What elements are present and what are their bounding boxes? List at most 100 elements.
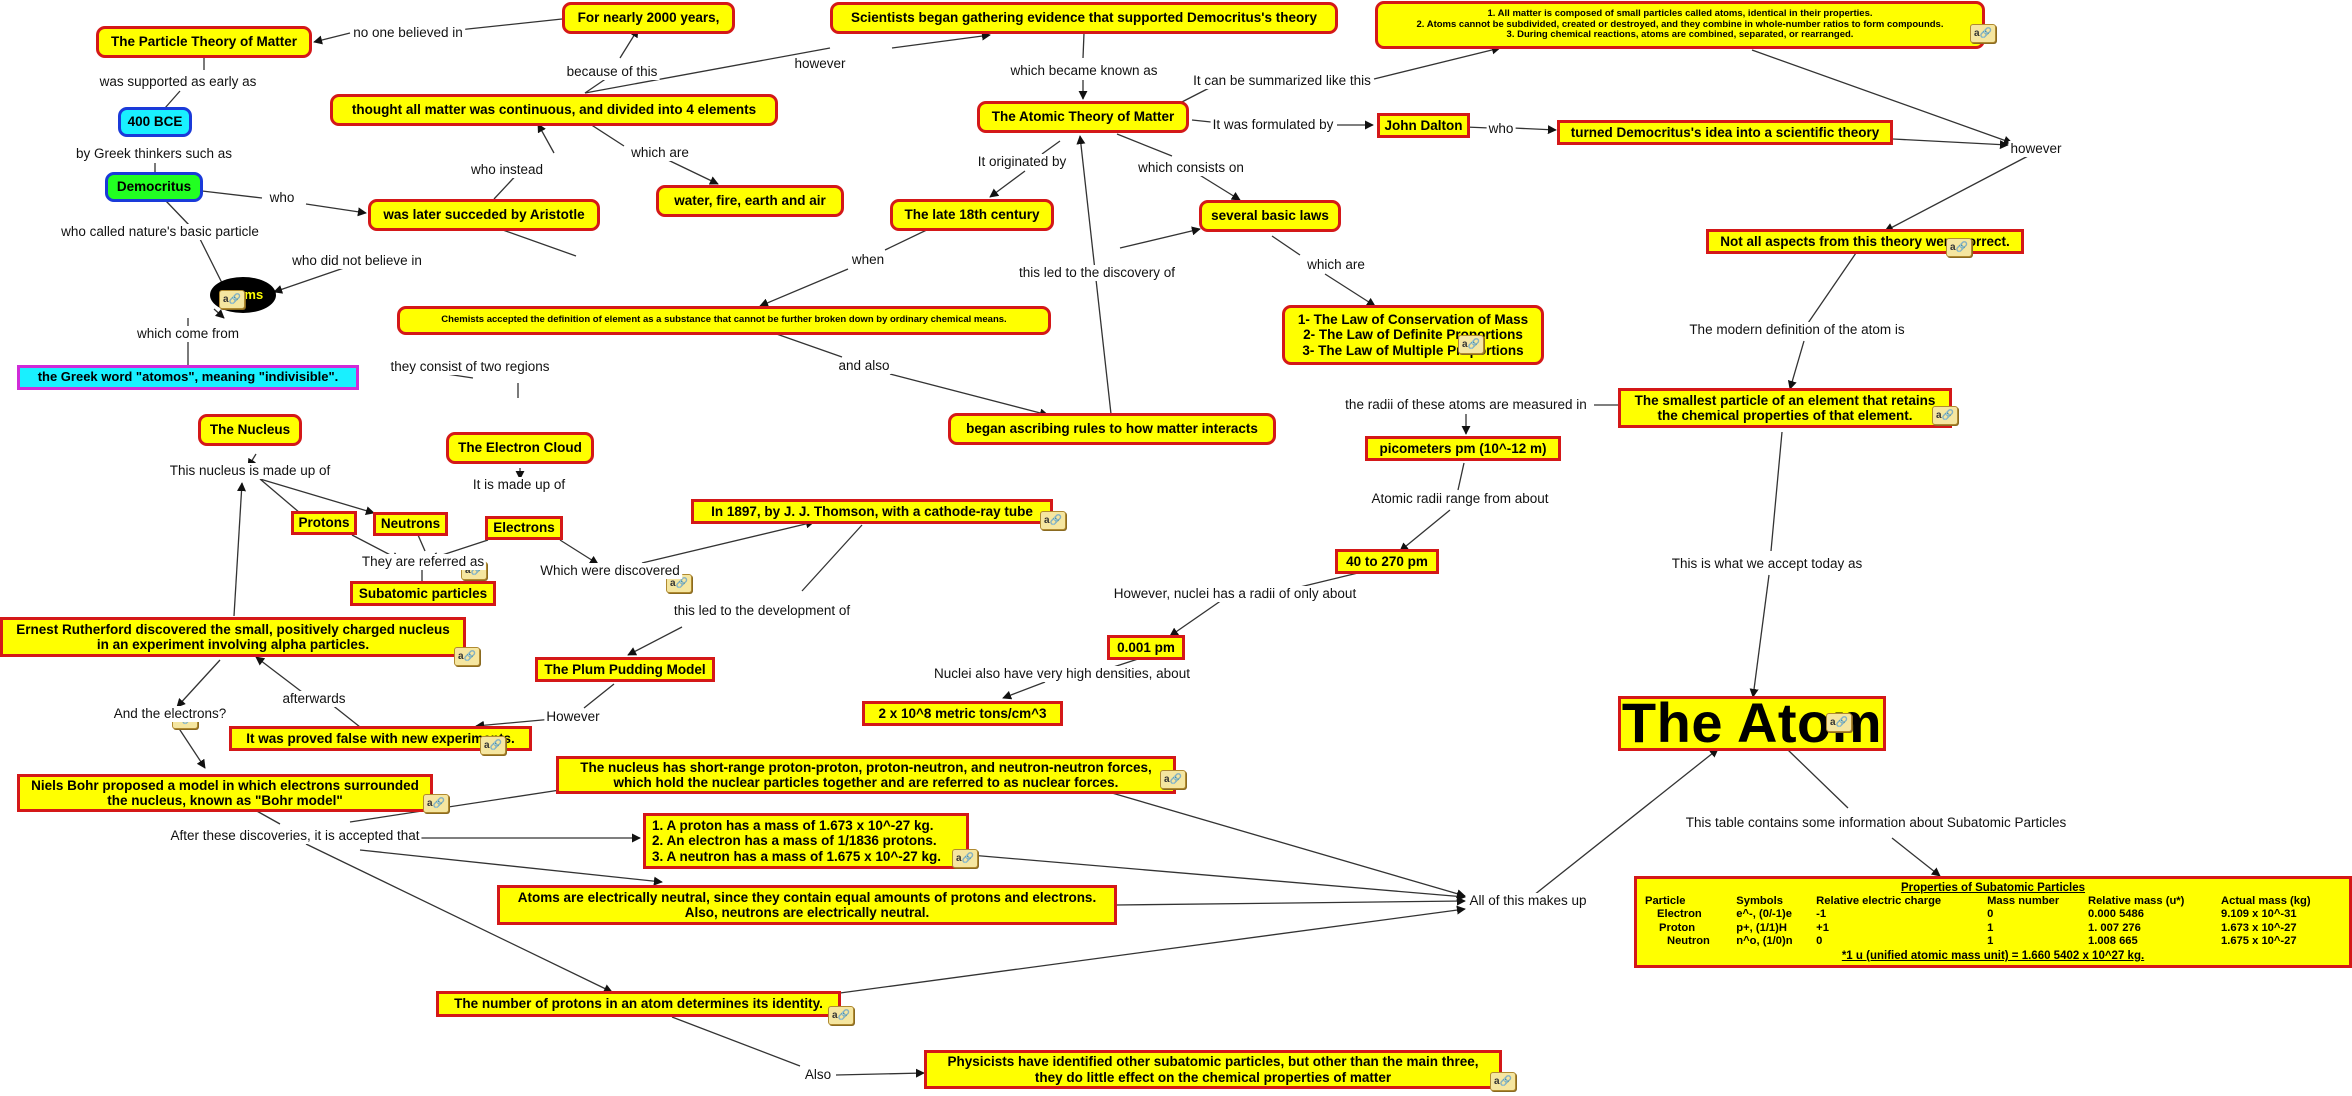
node-democritus[interactable]: Democritus: [105, 172, 203, 202]
attachment-icon[interactable]: a🔗: [219, 290, 245, 309]
node-atomic-theory[interactable]: The Atomic Theory of Matter: [977, 101, 1189, 133]
attachment-icon[interactable]: a🔗: [1946, 238, 1972, 257]
node-not-correct[interactable]: Not all aspects from this theory were co…: [1706, 229, 2024, 254]
node-thomson[interactable]: In 1897, by J. J. Thomson, with a cathod…: [691, 499, 1053, 524]
node-text: turned Democritus's idea into a scientif…: [1570, 124, 1880, 140]
table-cell: 9.109 x 10^-31: [2221, 908, 2297, 921]
node-text: Ernest Rutherford discovered the small, …: [16, 621, 450, 652]
link-label: who called nature's basic particle: [59, 224, 261, 240]
table-cell: 1.008 665: [2087, 935, 2138, 948]
node-nearly-2000[interactable]: For nearly 2000 years,: [562, 2, 735, 34]
table-header: Relative electric charge: [1816, 894, 1942, 907]
node-text: The Plum Pudding Model: [544, 661, 706, 677]
table-cell: e^-, (0/-1)e: [1736, 908, 1792, 921]
link-label: It is made up of: [470, 477, 568, 493]
node-greek-word[interactable]: the Greek word "atomos", meaning "indivi…: [17, 365, 359, 390]
node-identity[interactable]: The number of protons in an atom determi…: [436, 991, 841, 1017]
link-label: who did not believe in: [290, 253, 424, 269]
node-subatomic-table[interactable]: Properties of Subatomic Particles Partic…: [1634, 876, 2352, 968]
node-protons[interactable]: Protons: [291, 511, 357, 535]
node-text: was later succeded by Aristotle: [383, 207, 585, 223]
table-row: Electron e^-, (0/-1)e -1 0 0.000 5486 9.…: [1643, 908, 2343, 922]
table-cell: 1: [1987, 921, 1994, 934]
link-label: Nuclei also have very high densities, ab…: [932, 666, 1192, 682]
node-basic-laws[interactable]: several basic laws: [1199, 200, 1341, 232]
node-electrons[interactable]: Electrons: [485, 516, 563, 540]
node-density[interactable]: 2 x 10^8 metric tons/cm^3: [862, 701, 1063, 726]
node-summary[interactable]: 1. All matter is composed of small parti…: [1375, 1, 1985, 49]
attachment-icon[interactable]: a🔗: [480, 736, 506, 755]
attachment-icon[interactable]: a🔗: [1458, 335, 1484, 354]
node-text: Atoms are electrically neutral, since th…: [517, 889, 1097, 920]
node-physicists[interactable]: Physicists have identified other subatom…: [924, 1050, 1502, 1089]
node-particle-theory[interactable]: The Particle Theory of Matter: [96, 26, 312, 58]
node-text: The smallest particle of an element that…: [1634, 392, 1936, 423]
node-laws-list[interactable]: 1- The Law of Conservation of Mass 2- Th…: [1282, 305, 1544, 365]
node-subatomic[interactable]: Subatomic particles: [350, 581, 496, 606]
link-label: Which were discovered: [538, 563, 682, 579]
table-cell: 1.675 x 10^-27: [2221, 935, 2297, 948]
node-text: Subatomic particles: [358, 585, 488, 601]
attachment-icon[interactable]: a🔗: [1826, 713, 1852, 732]
attachment-icon[interactable]: a🔗: [454, 647, 480, 666]
attachment-icon[interactable]: a🔗: [828, 1006, 854, 1025]
table-cell: Neutron: [1667, 935, 1710, 948]
node-text: the Greek word "atomos", meaning "indivi…: [37, 369, 339, 385]
node-rutherford[interactable]: Ernest Rutherford discovered the small, …: [0, 617, 466, 657]
node-text: 40 to 270 pm: [1346, 553, 1428, 569]
attachment-icon[interactable]: a🔗: [1932, 406, 1958, 425]
node-text: 1- The Law of Conservation of Mass 2- Th…: [1297, 312, 1529, 358]
node-nuclear-forces[interactable]: The nucleus has short-range proton-proto…: [556, 756, 1176, 794]
link-label: All of this makes up: [1467, 893, 1589, 909]
node-aristotle[interactable]: was later succeded by Aristotle: [368, 199, 600, 231]
node-picometers[interactable]: picometers pm (10^-12 m): [1365, 436, 1561, 461]
node-neutrons[interactable]: Neutrons: [373, 512, 448, 536]
node-nuclei-radius[interactable]: 0.001 pm: [1107, 635, 1185, 660]
node-smallest[interactable]: The smallest particle of an element that…: [1618, 388, 1952, 428]
link-label: It was formulated by: [1210, 117, 1336, 133]
node-text: Democritus: [116, 179, 192, 195]
node-masses[interactable]: 1. A proton has a mass of 1.673 x 10^-27…: [643, 813, 969, 869]
node-text: thought all matter was continuous, and d…: [351, 102, 757, 118]
node-text: Electrons: [493, 520, 555, 536]
node-nucleus[interactable]: The Nucleus: [198, 414, 302, 446]
node-john-dalton[interactable]: John Dalton: [1377, 113, 1470, 138]
link-label: which became known as: [1008, 63, 1160, 79]
node-text: Scientists began gathering evidence that…: [850, 10, 1318, 26]
link-label: this led to the development of: [671, 603, 853, 619]
attachment-icon[interactable]: a🔗: [1490, 1072, 1516, 1091]
table-cell: 0.000 5486: [2087, 908, 2144, 921]
node-late-18th[interactable]: The late 18th century: [890, 199, 1054, 231]
node-radii-range[interactable]: 40 to 270 pm: [1335, 549, 1439, 574]
node-continuous[interactable]: thought all matter was continuous, and d…: [330, 94, 778, 126]
table-header-row: Particle Symbols Relative electric charg…: [1643, 895, 2343, 909]
node-text: In 1897, by J. J. Thomson, with a cathod…: [711, 503, 1033, 519]
node-text: The Electron Cloud: [458, 440, 582, 456]
node-text: John Dalton: [1384, 117, 1463, 133]
node-bohr[interactable]: Niels Bohr proposed a model in which ele…: [17, 774, 433, 812]
link-label: It originated by: [975, 154, 1069, 170]
node-ascribing[interactable]: began ascribing rules to how matter inte…: [948, 413, 1276, 445]
table-cell: 1.673 x 10^-27: [2221, 921, 2297, 934]
node-neutral[interactable]: Atoms are electrically neutral, since th…: [497, 885, 1117, 925]
link-label: And the electrons?: [111, 706, 229, 722]
attachment-icon[interactable]: a🔗: [952, 849, 978, 868]
node-chemists[interactable]: Chemists accepted the definition of elem…: [397, 306, 1051, 335]
link-label: which are: [629, 145, 691, 161]
attachment-icon[interactable]: a🔗: [1160, 770, 1186, 789]
node-400-bce[interactable]: 400 BCE: [118, 107, 192, 137]
node-dalton-idea[interactable]: turned Democritus's idea into a scientif…: [1557, 120, 1893, 145]
node-four-elements[interactable]: water, fire, earth and air: [656, 185, 844, 217]
link-label: they consist of two regions: [388, 359, 552, 375]
attachment-icon[interactable]: a🔗: [423, 794, 449, 813]
table-cell: 0: [1987, 908, 1994, 921]
node-text: Not all aspects from this theory were co…: [1720, 233, 2010, 249]
attachment-icon[interactable]: a🔗: [1970, 24, 1996, 43]
attachment-icon[interactable]: a🔗: [1040, 511, 1066, 530]
node-scientists[interactable]: Scientists began gathering evidence that…: [830, 2, 1338, 34]
link-label: this led to the discovery of: [1016, 265, 1178, 281]
node-electron-cloud[interactable]: The Electron Cloud: [446, 432, 594, 464]
node-plum-pudding[interactable]: The Plum Pudding Model: [535, 657, 715, 682]
table-cell: +1: [1816, 921, 1829, 934]
link-label: no one believed in: [351, 25, 465, 41]
